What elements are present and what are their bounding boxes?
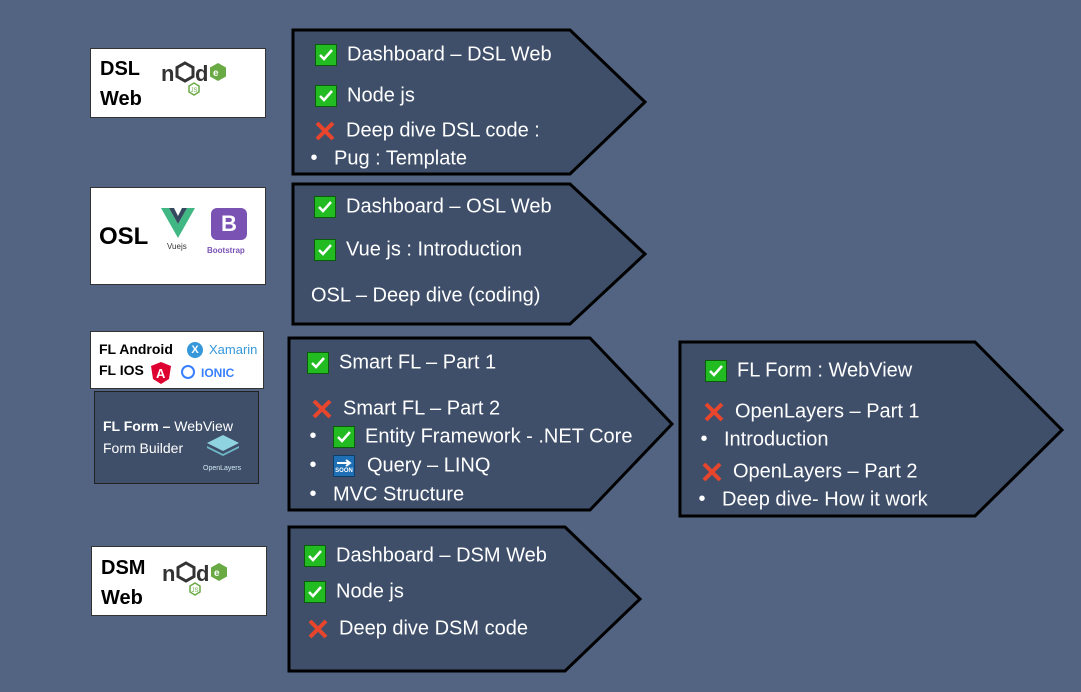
angular-logo-icon: A: [151, 362, 171, 384]
smart-fl-item-2: Smart FL – Part 2: [311, 396, 500, 421]
fl-form-item-4: OpenLayers – Part 2: [701, 459, 918, 484]
osl-item-2: Vue js : Introduction: [314, 237, 522, 262]
cross-icon: [311, 398, 333, 420]
cross-icon: [703, 401, 725, 423]
arrow-smart-fl: [287, 336, 675, 512]
dsl-web-item-4: •Pug : Template: [306, 146, 467, 171]
svg-text:d: d: [195, 61, 208, 86]
fl-form-title: FL Form – WebView: [103, 418, 233, 434]
arrow-dsl-web: [291, 28, 648, 176]
nodejs-logo-icon: n d e JS: [162, 561, 227, 596]
dsm-web-label-line2: Web: [101, 587, 143, 609]
osl-item-3: OSL – Deep dive (coding): [311, 284, 541, 307]
arrow-fl-form: [678, 340, 1065, 518]
fl-mobile-label: FL Android FL IOS X Xamarin A IONIC: [90, 331, 264, 389]
vuejs-logo-icon: [161, 208, 195, 238]
check-icon: [333, 425, 355, 448]
svg-text:A: A: [156, 366, 166, 381]
bootstrap-caption: Bootstrap: [207, 246, 245, 255]
dsl-web-label-line1: DSL: [100, 58, 140, 80]
fl-form-item-5: •Deep dive- How it work: [694, 487, 927, 512]
svg-text:JS: JS: [192, 588, 199, 594]
dsm-web-item-2: Node js: [304, 579, 404, 604]
smart-fl-item-3: •Entity Framework - .NET Core: [305, 424, 632, 449]
bullet-icon: •: [698, 488, 706, 510]
fl-form-subtitle: Form Builder: [103, 440, 184, 456]
bullet-icon: •: [309, 425, 317, 447]
osl-item-1: Dashboard – OSL Web: [314, 194, 552, 219]
cross-icon: [701, 461, 723, 483]
bullet-icon: •: [309, 454, 317, 476]
dsl-web-item-2: Node js: [315, 83, 415, 108]
openlayers-logo-icon: [207, 435, 239, 456]
dsl-web-label: DSL Web n d e JS: [90, 48, 266, 118]
arrow-osl: [291, 182, 648, 326]
xamarin-logo-icon: X: [187, 342, 203, 358]
vuejs-caption: Vuejs: [167, 242, 187, 251]
soon-icon: SOON: [333, 454, 355, 477]
svg-text:n: n: [162, 561, 175, 586]
arrow-dsm-web: [287, 525, 643, 673]
bullet-icon: •: [700, 428, 708, 450]
check-icon: [315, 43, 337, 66]
osl-label: OSL Vuejs B Bootstrap: [90, 187, 266, 285]
nodejs-logo-icon: n d e JS: [161, 61, 226, 96]
dsm-web-label: DSM Web n d e JS: [91, 546, 267, 616]
svg-text:e: e: [214, 568, 220, 579]
svg-text:JS: JS: [191, 88, 198, 94]
fl-form-item-1: FL Form : WebView: [705, 358, 912, 383]
bootstrap-logo-icon: B: [211, 208, 247, 240]
svg-text:n: n: [161, 61, 174, 86]
dsl-web-item-3: Deep dive DSL code :: [314, 118, 540, 143]
smart-fl-item-1: Smart FL – Part 1: [307, 350, 496, 375]
bullet-icon: •: [309, 483, 317, 505]
osl-label-text: OSL: [99, 223, 149, 250]
cross-icon: [307, 618, 329, 640]
check-icon: [314, 195, 336, 218]
cross-icon: [314, 120, 336, 142]
check-icon: [307, 351, 329, 374]
fl-ios-text: FL IOS: [99, 362, 144, 378]
check-icon: [304, 544, 326, 567]
svg-text:e: e: [213, 68, 219, 79]
openlayers-caption: OpenLayers: [203, 465, 242, 472]
xamarin-caption: Xamarin: [209, 342, 258, 357]
dsm-web-item-3: Deep dive DSM code: [307, 616, 528, 641]
fl-form-label: FL Form – WebView Form Builder OpenLayer…: [94, 391, 259, 484]
fl-form-item-3: •Introduction: [696, 427, 828, 452]
smart-fl-item-5: •MVC Structure: [305, 482, 464, 507]
dsl-web-item-1: Dashboard – DSL Web: [315, 42, 552, 67]
fl-form-item-2: OpenLayers – Part 1: [703, 399, 920, 424]
bullet-icon: •: [310, 147, 318, 169]
svg-text:d: d: [196, 561, 209, 586]
ionic-caption: IONIC: [201, 366, 235, 380]
dsm-web-item-1: Dashboard – DSM Web: [304, 543, 547, 568]
check-icon: [705, 359, 727, 382]
dsm-web-label-line1: DSM: [101, 557, 146, 579]
dsl-web-label-line2: Web: [100, 88, 142, 110]
fl-android-text: FL Android: [99, 341, 173, 357]
ionic-logo-icon: [181, 365, 195, 379]
check-icon: [315, 84, 337, 107]
check-icon: [314, 238, 336, 261]
check-icon: [304, 580, 326, 603]
